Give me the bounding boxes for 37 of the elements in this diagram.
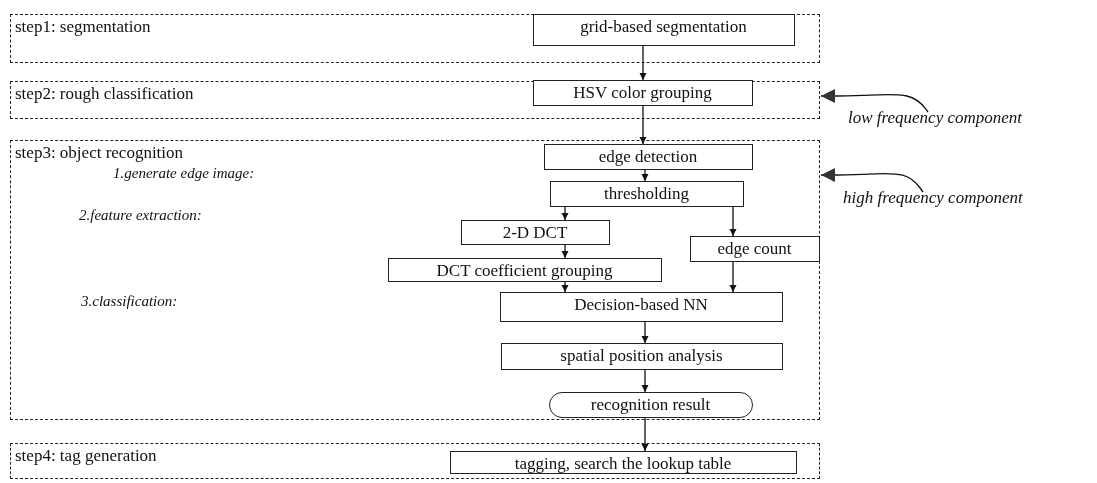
annotation-text: high frequency component [843, 188, 1093, 214]
process-box: tagging, search the lookup table [449, 450, 797, 474]
process-box: edge count [689, 235, 820, 262]
step-band [10, 140, 820, 420]
arrow [561, 206, 569, 221]
arrow [561, 281, 569, 293]
process-box: spatial position analysis [500, 342, 783, 370]
arrow [641, 321, 649, 344]
curved-arrow [820, 168, 924, 193]
substep-label: 2.feature extraction: [79, 207, 202, 224]
process-box: DCT coefficient grouping [387, 257, 662, 282]
step-title: step4: tag generation [15, 446, 157, 466]
process-box: 2-D DCT [460, 219, 610, 245]
arrow [729, 261, 737, 293]
process-box: thresholding [549, 180, 744, 207]
curved-arrow [820, 89, 929, 113]
step-title: step3: object recognition [15, 143, 184, 163]
step-band [10, 443, 820, 479]
result-terminal: recognition result [548, 391, 753, 418]
arrow [641, 369, 649, 393]
arrow [639, 45, 647, 81]
arrow [639, 105, 647, 145]
arrow [641, 169, 649, 182]
arrow [641, 417, 649, 452]
step-title: step2: rough classification [15, 84, 194, 104]
arrow [561, 244, 569, 259]
step-title: step1: segmentation [15, 17, 151, 37]
substep-label: 3.classification: [81, 293, 178, 310]
substep-label: 1.generate edge image: [113, 165, 255, 182]
step-band [10, 81, 820, 119]
annotation-text: low frequency component [848, 108, 1093, 134]
process-box: HSV color grouping [532, 79, 753, 106]
process-box: grid-based segmentation [532, 13, 795, 46]
process-box: edge detection [543, 143, 753, 170]
arrow [729, 206, 737, 237]
step-band [10, 14, 820, 63]
process-box: Decision-based NN [499, 291, 783, 322]
